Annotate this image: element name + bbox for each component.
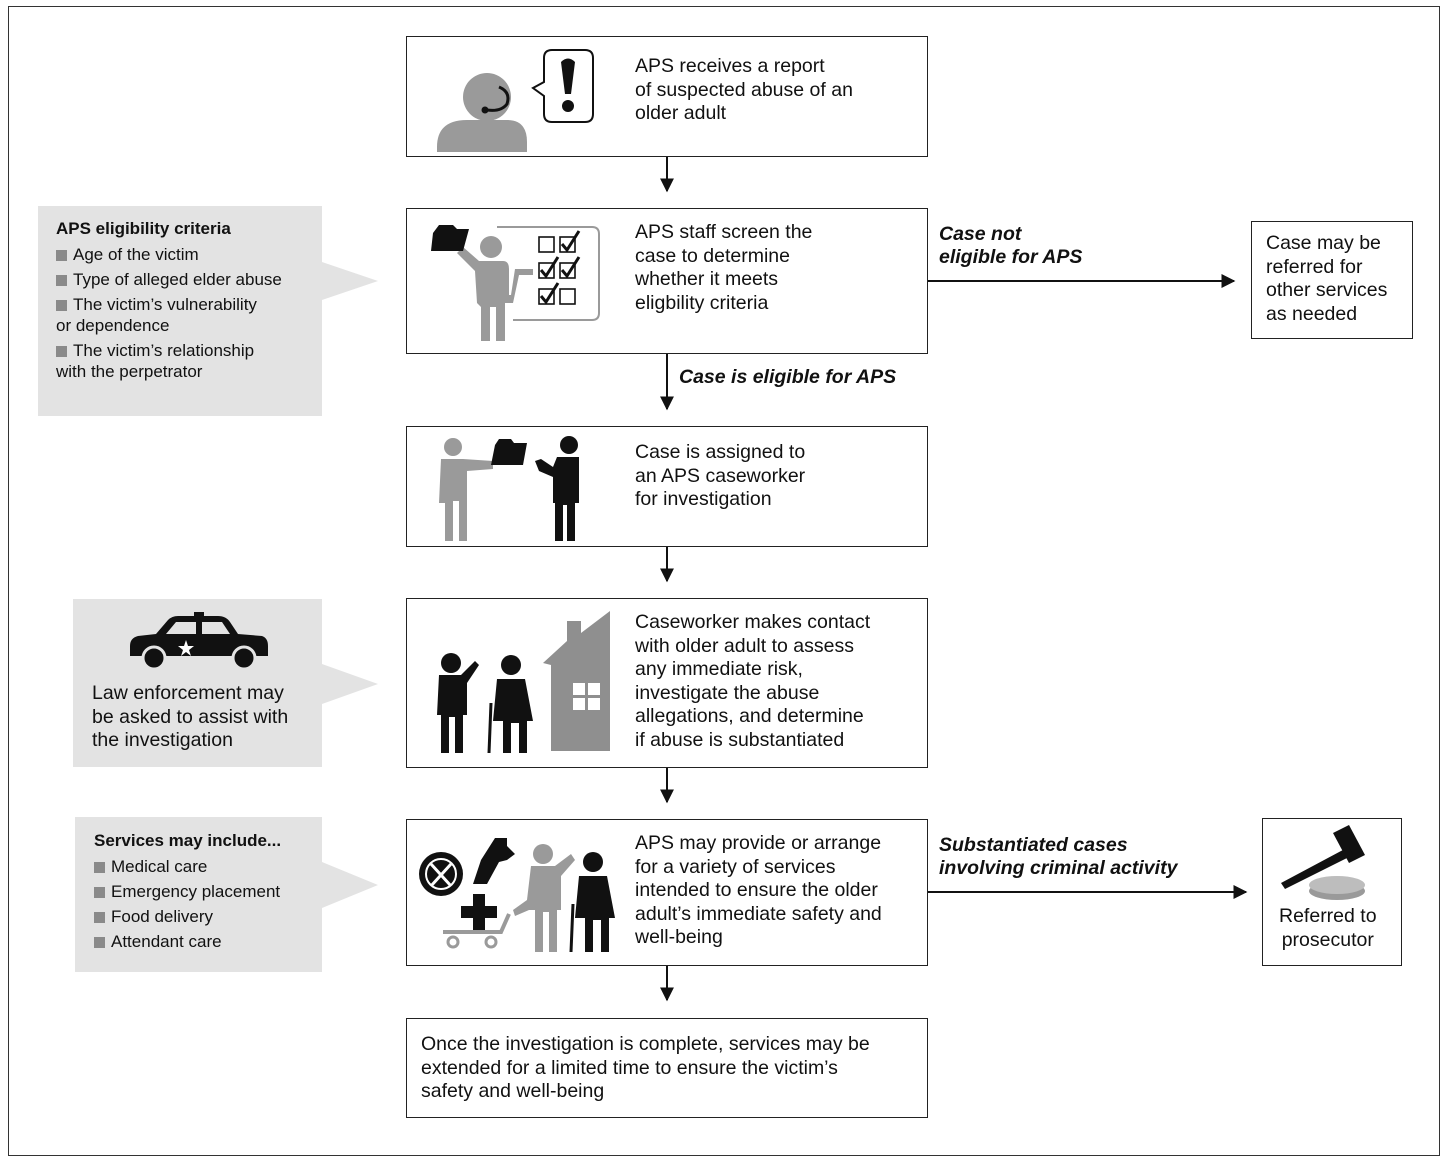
label-not-eligible: Case not eligible for APS	[939, 223, 1083, 268]
callout-services: Services may include... Medical care Eme…	[94, 830, 324, 952]
callout-services-shape	[75, 817, 378, 972]
service-item: Medical care	[94, 856, 324, 877]
square-bullet-icon	[94, 937, 105, 948]
service-item: Attendant care	[94, 931, 324, 952]
step-contact-text: Caseworker makes contact with older adul…	[635, 611, 871, 751]
caseworker-visit-icon	[437, 611, 610, 754]
square-bullet-icon	[94, 862, 105, 873]
step-complete-text: Once the investigation is complete, serv…	[421, 1033, 870, 1102]
prosecutor-text: Referred to prosecutor	[1279, 905, 1377, 951]
step-services-text: APS may provide or arrange for a variety…	[635, 832, 882, 948]
criteria-item: Type of alleged elder abuse	[56, 269, 318, 290]
step-assign-text: Case is assigned to an APS caseworker fo…	[635, 441, 806, 510]
step-screen-text: APS staff screen the case to determine w…	[635, 221, 813, 314]
square-bullet-icon	[94, 887, 105, 898]
step-complete-box: Once the investigation is complete, serv…	[406, 1018, 928, 1118]
criteria-item: The victim’s relationship with the perpe…	[56, 341, 255, 381]
step-assign-box: Case is assigned to an APS caseworker fo…	[406, 426, 928, 547]
callout-law-text: Law enforcement may be asked to assist w…	[92, 682, 289, 751]
prosecutor-box: Referred to prosecutor	[1262, 818, 1402, 966]
step-services-box: APS may provide or arrange for a variety…	[406, 819, 928, 966]
headset-caller-icon	[437, 49, 594, 152]
callout-eligibility-title: APS eligibility criteria	[56, 219, 231, 238]
folder-handoff-icon	[439, 436, 579, 541]
checklist-presenter-icon	[431, 225, 600, 341]
service-item: Emergency placement	[94, 881, 324, 902]
square-bullet-icon	[56, 275, 67, 286]
callout-services-title: Services may include...	[94, 831, 282, 850]
label-criminal: Substantiated cases involving criminal a…	[939, 834, 1178, 879]
callout-eligibility-shape	[38, 206, 378, 416]
service-items-icon	[419, 838, 615, 953]
square-bullet-icon	[56, 346, 67, 357]
criteria-item: Age of the victim	[56, 244, 318, 265]
service-item: Food delivery	[94, 906, 324, 927]
label-eligible: Case is eligible for APS	[679, 366, 897, 388]
referred-other-text: Case may be referred for other services …	[1266, 232, 1388, 325]
police-car-icon	[130, 612, 268, 671]
step-receive-box: APS receives a report of suspected abuse…	[406, 36, 928, 157]
gavel-icon	[1281, 825, 1365, 900]
step-contact-box: Caseworker makes contact with older adul…	[406, 598, 928, 768]
alert-speech-bubble-icon	[531, 49, 594, 123]
step-receive-text: APS receives a report of suspected abuse…	[635, 55, 853, 124]
step-screen-box: APS staff screen the case to determine w…	[406, 208, 928, 354]
callout-eligibility: APS eligibility criteria Age of the vict…	[56, 218, 318, 382]
square-bullet-icon	[56, 300, 67, 311]
square-bullet-icon	[94, 912, 105, 923]
house-icon	[543, 611, 610, 751]
square-bullet-icon	[56, 250, 67, 261]
referred-other-box: Case may be referred for other services …	[1251, 221, 1413, 339]
criteria-item: The victim’s vulnerability or dependence	[56, 295, 257, 335]
